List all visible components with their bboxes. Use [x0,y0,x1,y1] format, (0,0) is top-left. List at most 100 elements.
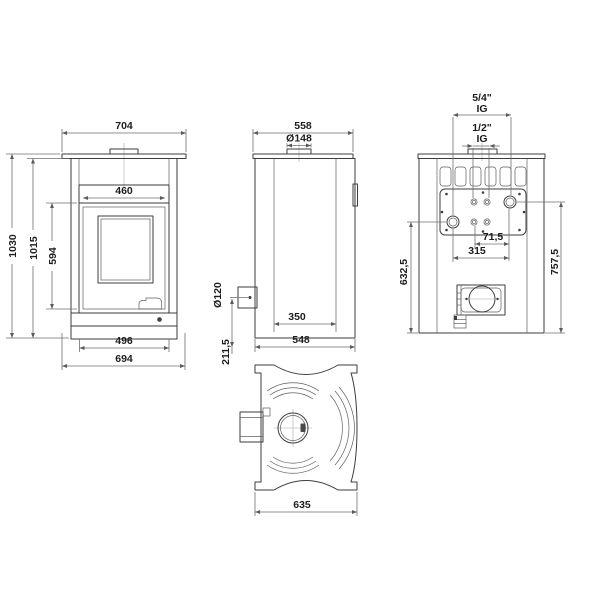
vent-slot [454,166,467,187]
side-dim-548: 548 [254,334,356,352]
half-inch-connection [470,218,478,226]
bracket-pin [454,316,457,320]
vent-slot [484,166,497,187]
front-dim-704: 704 [61,120,187,152]
groove-arc [334,390,350,466]
bolt-dot [465,297,468,301]
top-plate-grooves [266,382,355,474]
five-quarter-connection-lower-bore [448,217,458,227]
dim-label-upper-connection-height: 757,5 [549,249,561,275]
dim-label-firebox-depth: 350 [288,311,306,323]
dim-label-small-connection: 1/2" [472,122,492,134]
half-inch-connection [483,218,491,226]
front-dim-496: 496 [79,335,170,352]
half-inch-connection-bore [484,219,490,225]
bolt-dot [522,210,526,214]
front-view: 704 460 1030 1015 [6,120,187,370]
dim-label-connection-spacing: 315 [468,245,486,257]
side-view: 558 Ø148 Ø120 211,5 350 [212,120,358,365]
door-latch [138,297,162,310]
dim-label-lower-connection-height: 632,5 [398,259,410,285]
front-dim-1015: 1015 [27,158,69,339]
dim-label-plate-width: 635 [293,499,311,511]
rear-dim-71-5: 71,5 [474,209,510,261]
half-inch-connection-bore [471,199,477,205]
connector-step [262,407,271,417]
bolt-dot [445,228,448,232]
rear-dim-five-quarter: 5/4" IG [452,92,512,215]
vent-slot [499,166,512,187]
dim-label-group: Ø120 [212,282,224,308]
dim-label-group: 632,5 [398,259,410,285]
vent-slot [469,166,482,187]
flue-opening-outer [277,412,309,444]
rear-view: 5/4" IG 1/2" IG 71,5 315 [398,92,565,334]
top-dim-635: 635 [254,492,358,516]
dim-label-bottom-width: 496 [115,335,133,347]
dim-label-large-connection: 5/4" [472,92,492,104]
front-base [70,325,178,340]
side-dim-558: 558 [252,120,354,152]
bolt-dot [440,210,444,214]
dim-label-group: 1015 [27,230,40,266]
vent-slot [514,166,527,187]
panel-bolts [440,191,526,233]
five-quarter-connection-upper [503,195,517,209]
side-dim-outlet: Ø120 [212,282,249,308]
bolt-dot [518,228,521,232]
dim-label-firebox-width: 460 [115,185,133,197]
groove-arc [338,386,355,470]
rear-body [418,158,545,334]
side-dim-211-5: 211,5 [220,298,234,365]
top-view: 635 [239,364,358,516]
drawer-knob [157,317,162,322]
bolt-dot [496,297,499,301]
door-glass-inner [100,218,151,281]
side-door-handle [352,183,358,207]
dim-label-flue-diameter: Ø148 [286,133,312,145]
rear-flue-outlet [453,284,506,329]
dim-label-door-height: 594 [47,247,59,265]
groove-arc [329,394,343,462]
dim-label-group: 594 [46,241,59,271]
dim-label-total-height: 1030 [7,234,19,258]
label-backing [6,228,18,264]
dim-label-top-depth: 558 [294,120,312,132]
front-dim-460: 460 [83,185,165,200]
groove-arc [266,464,320,474]
rear-connection-panel [439,188,527,236]
bolt-dot [481,230,485,233]
top-plate-outline [254,364,358,491]
bolt-dot [445,192,448,196]
label-backing [27,230,39,266]
top-flue-opening [274,409,312,447]
dim-label-connection-offset: 71,5 [483,231,504,243]
front-dim-594: 594 [46,202,77,310]
dim-label-small-connection-thread: IG [476,133,487,145]
dim-label-group: 1030 [6,228,19,264]
front-door-frame [82,206,166,310]
groove-arc [269,387,317,396]
rear-dim-632-5: 632,5 [398,221,446,334]
groove-arc [266,382,320,392]
five-quarter-connection-lower [446,215,460,229]
large-water-connections [446,195,517,229]
top-rear-connector [239,407,271,443]
groove-arc [272,456,314,464]
half-inch-connection [483,198,491,206]
rear-dim-half-inch: 1/2" IG [462,122,500,198]
dim-label-base-depth: 548 [292,334,310,346]
groove-arc [269,460,317,469]
flue-outlet-box [456,284,506,316]
groove-arc [272,392,314,400]
connector-box [239,411,264,443]
door-glass [97,215,154,284]
dim-label-outlet-height: 211,5 [220,339,232,365]
half-inch-connection-bore [471,219,477,225]
vent-slot [439,166,452,187]
side-body [254,158,356,339]
rear-dim-315: 315 [452,229,510,262]
half-inch-connection [470,198,478,206]
dim-label-outlet-diameter: Ø120 [212,282,224,308]
